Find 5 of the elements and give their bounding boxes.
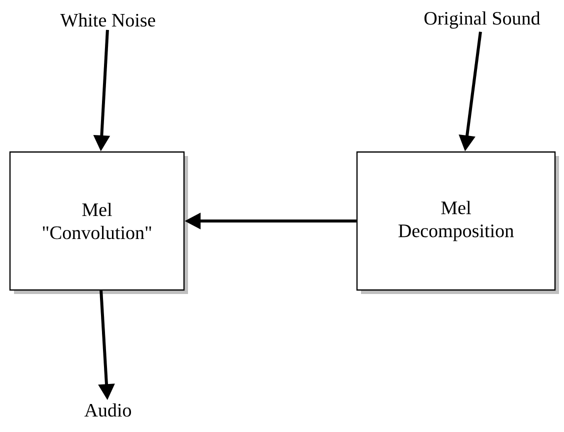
process-box: Mel "Convolution" [9,151,185,291]
signal-label: White Noise [60,13,156,27]
signal-label: Original Sound [424,11,540,29]
signal-label: Audio [84,403,132,417]
process-box: Mel Decomposition [356,151,556,291]
